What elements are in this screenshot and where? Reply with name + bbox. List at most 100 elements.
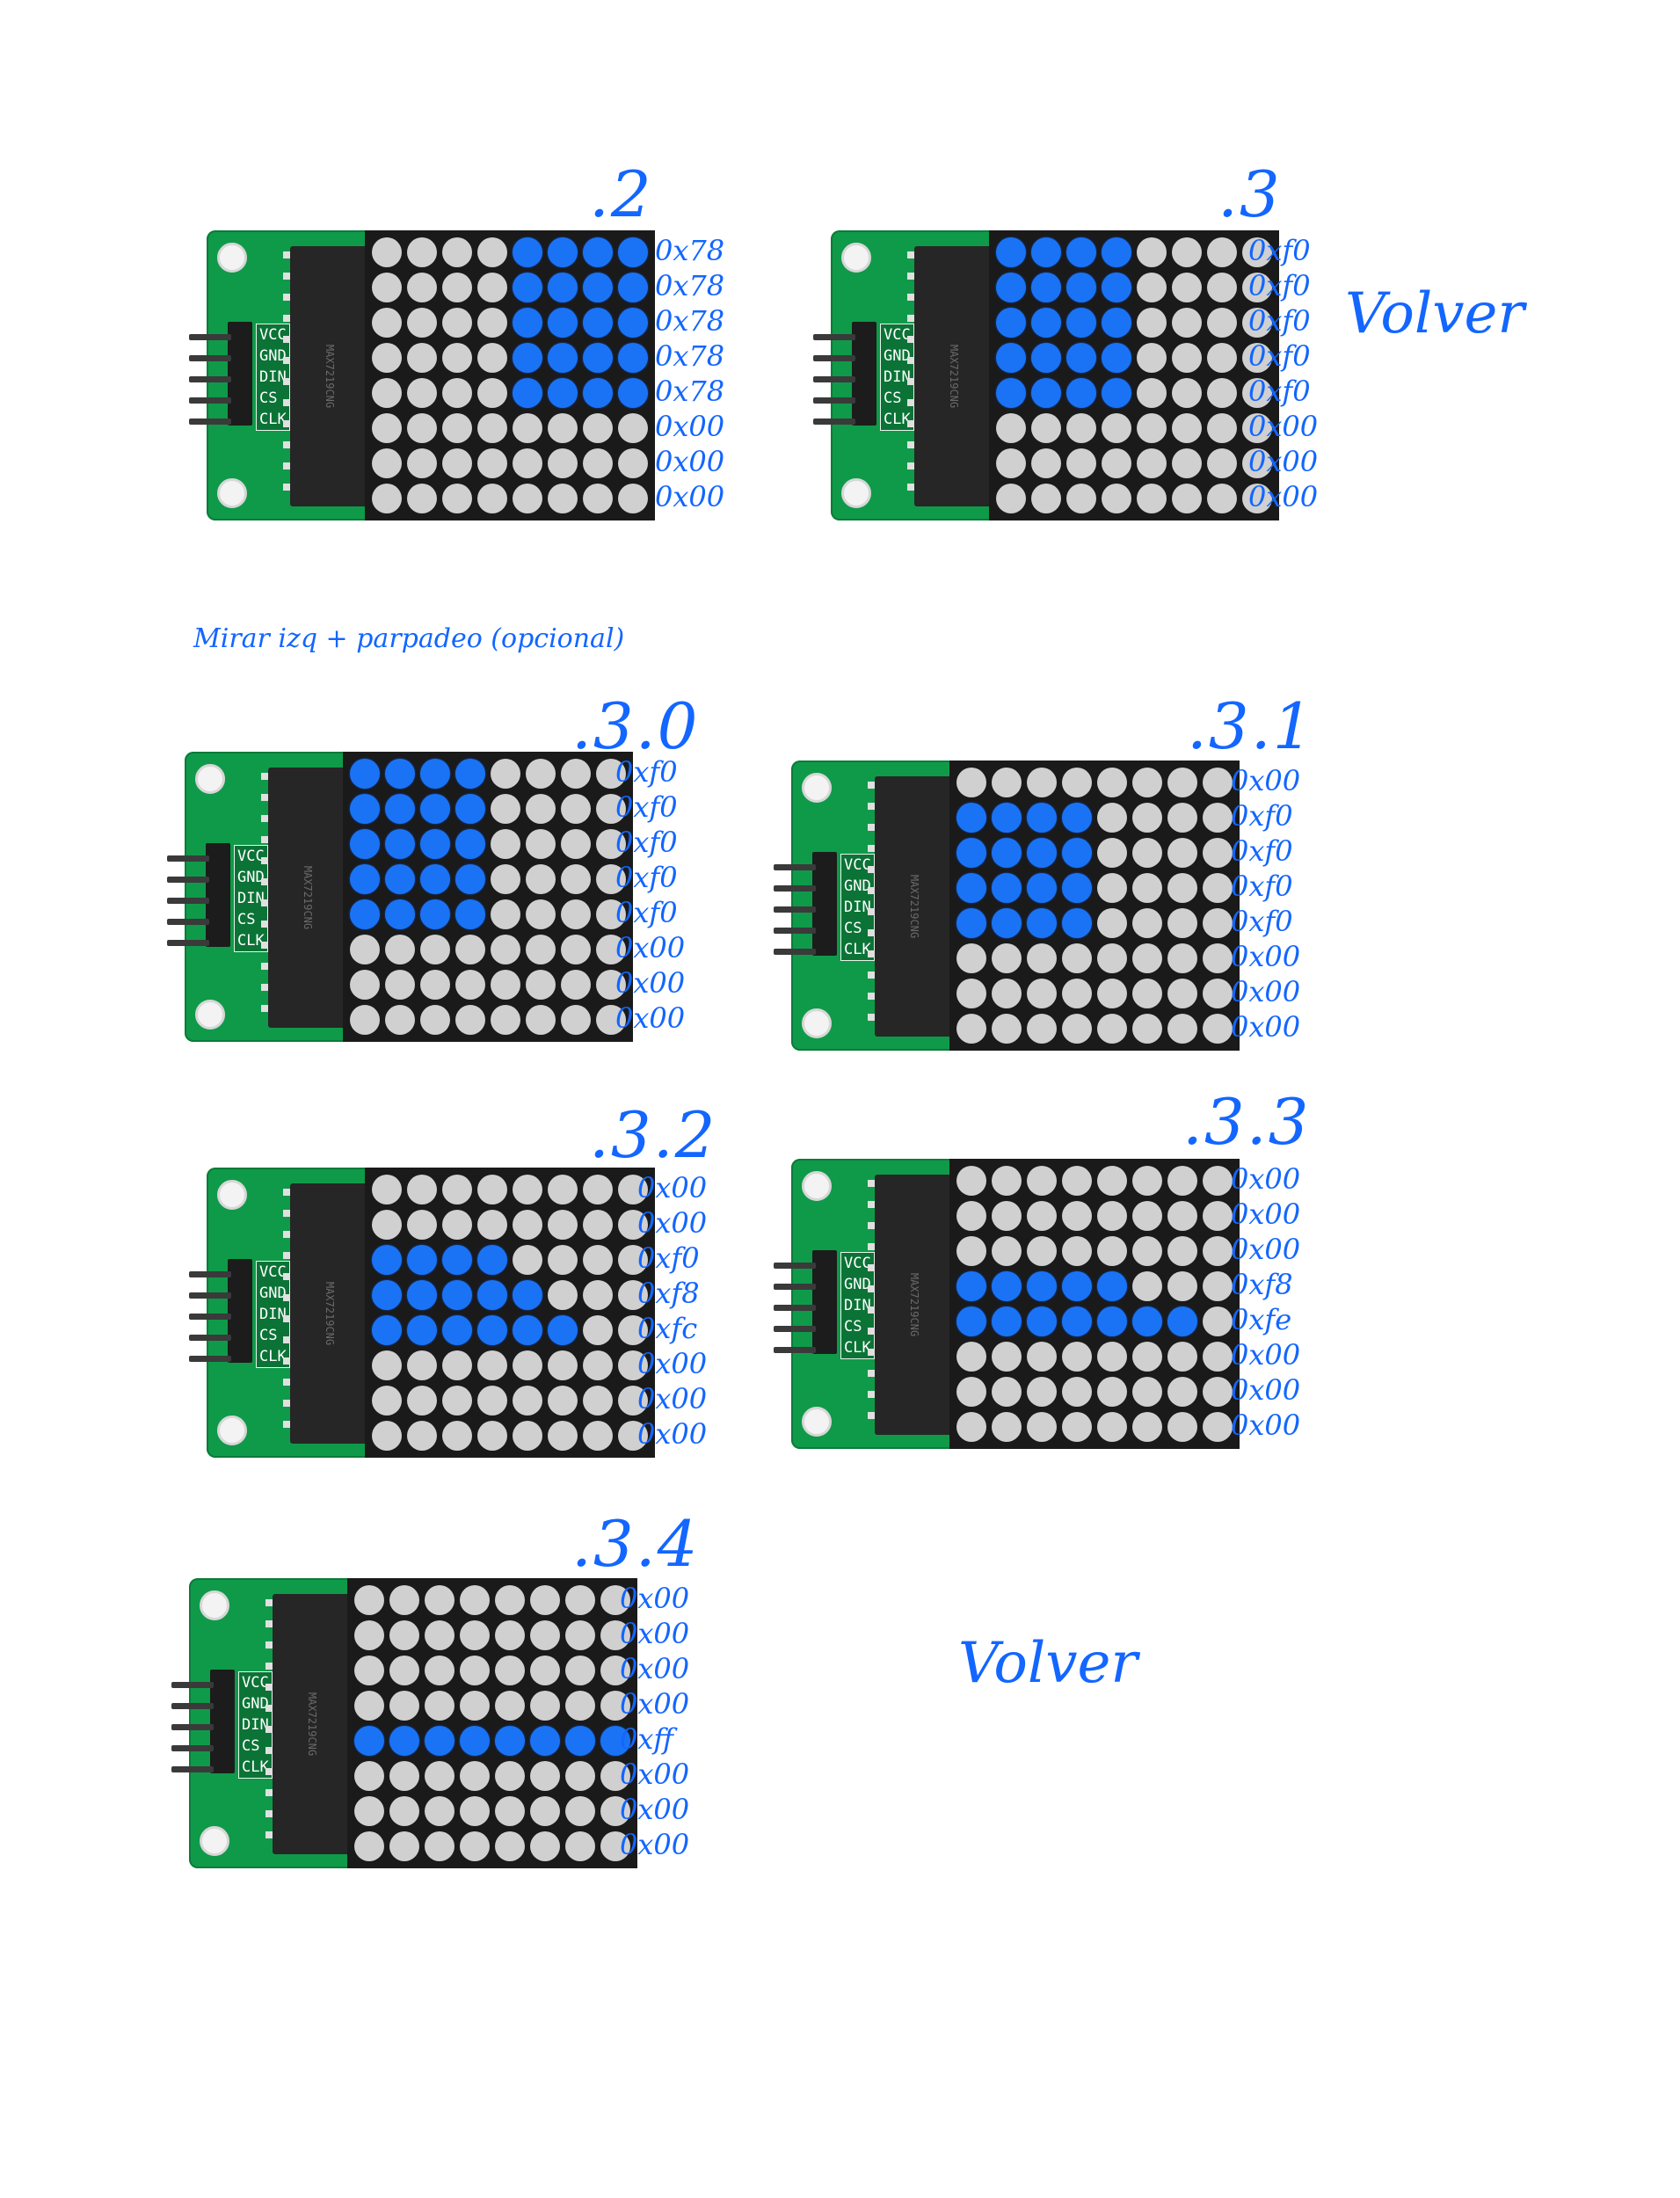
led-off	[583, 1350, 613, 1380]
led-off	[1097, 803, 1127, 833]
led-matrix-module: VCCGNDDINCSCLKMAX7219CNG	[167, 752, 642, 1042]
led-off	[1172, 237, 1202, 267]
led-off	[1097, 908, 1127, 938]
led-on	[372, 1245, 402, 1275]
hex-value: 0x00	[620, 1758, 689, 1791]
led-off	[548, 1280, 578, 1310]
hex-value: 0x00	[620, 1582, 689, 1615]
led-off	[442, 413, 472, 443]
led-off	[1102, 413, 1131, 443]
led-off	[1137, 448, 1167, 478]
led-matrix-module: VCCGNDDINCSCLKMAX7219CNG	[774, 761, 1248, 1051]
led-on	[1031, 273, 1061, 302]
led-off	[495, 1656, 525, 1685]
led-off	[565, 1761, 595, 1791]
led-off	[1097, 1377, 1127, 1407]
led-on	[618, 378, 648, 408]
frame-label: .2	[589, 163, 653, 226]
led-off	[1167, 803, 1197, 833]
hex-value: 0x00	[637, 1171, 707, 1205]
led-off	[1027, 1166, 1057, 1196]
led-off	[561, 935, 591, 964]
led-off	[1027, 979, 1057, 1008]
led-on	[992, 873, 1022, 903]
led-off	[513, 413, 542, 443]
led-off	[460, 1761, 490, 1791]
led-on	[996, 308, 1026, 338]
led-off	[583, 484, 613, 513]
hex-value: 0xf0	[615, 896, 678, 929]
led-off	[1102, 448, 1131, 478]
led-off	[389, 1691, 419, 1721]
header-pin	[813, 418, 855, 425]
hex-value: 0x00	[637, 1382, 707, 1416]
header-pin	[189, 1335, 231, 1341]
hex-value: 0x00	[620, 1687, 689, 1721]
led-off	[385, 1005, 415, 1035]
led-off	[372, 378, 402, 408]
led-on	[1031, 308, 1061, 338]
hex-column: 0x780x780x780x780x780x000x000x00	[655, 230, 769, 520]
led-on	[1102, 308, 1131, 338]
led-on	[1097, 1306, 1127, 1336]
chip-marking: MAX7219CNG	[948, 345, 960, 408]
led-on	[1031, 343, 1061, 373]
led-on	[513, 1315, 542, 1345]
led-on	[1027, 803, 1057, 833]
led-off	[561, 864, 591, 894]
led-off	[1031, 448, 1061, 478]
led-off	[1167, 1412, 1197, 1442]
led-off	[530, 1656, 560, 1685]
header-pin	[171, 1703, 214, 1709]
hex-value: 0x00	[620, 1793, 689, 1826]
led-on	[495, 1726, 525, 1756]
led-off	[1203, 1342, 1233, 1372]
led-off	[442, 237, 472, 267]
led-off	[956, 1014, 986, 1044]
led-off	[477, 484, 507, 513]
hex-value: 0x00	[1248, 480, 1318, 513]
led-off	[460, 1691, 490, 1721]
led-off	[425, 1620, 455, 1650]
driver-chip: MAX7219CNG	[290, 246, 369, 506]
hex-value: 0x00	[620, 1617, 689, 1650]
led-off	[1137, 484, 1167, 513]
led-off	[996, 413, 1026, 443]
led-off	[513, 484, 542, 513]
led-on	[385, 794, 415, 824]
led-off	[565, 1585, 595, 1615]
led-on	[583, 343, 613, 373]
mounting-hole	[195, 764, 225, 794]
led-on	[992, 1271, 1022, 1301]
hex-value: 0x78	[655, 269, 724, 302]
led-off	[1062, 1014, 1092, 1044]
led-matrix-8x8	[347, 1578, 637, 1868]
hex-value: 0xf0	[615, 861, 678, 894]
header-pin	[813, 334, 855, 340]
led-off	[530, 1585, 560, 1615]
led-off	[407, 484, 437, 513]
led-off	[460, 1656, 490, 1685]
led-off	[491, 864, 520, 894]
mounting-hole	[217, 1180, 247, 1210]
led-on	[1027, 838, 1057, 868]
frame-label: .3.0	[571, 695, 699, 758]
led-off	[548, 1350, 578, 1380]
led-on	[1066, 273, 1096, 302]
led-off	[477, 237, 507, 267]
led-off	[1097, 1166, 1127, 1196]
led-on	[548, 308, 578, 338]
led-on	[420, 864, 450, 894]
led-on	[1031, 378, 1061, 408]
led-off	[530, 1796, 560, 1826]
led-on	[350, 759, 380, 789]
led-off	[460, 1585, 490, 1615]
led-off	[442, 1350, 472, 1380]
led-off	[583, 1421, 613, 1451]
led-off	[1203, 1377, 1233, 1407]
led-on	[1027, 1306, 1057, 1336]
hex-value: 0x00	[1231, 975, 1300, 1008]
header-pin	[171, 1724, 214, 1730]
hex-value: 0xf0	[1231, 905, 1293, 938]
led-on	[1062, 1271, 1092, 1301]
